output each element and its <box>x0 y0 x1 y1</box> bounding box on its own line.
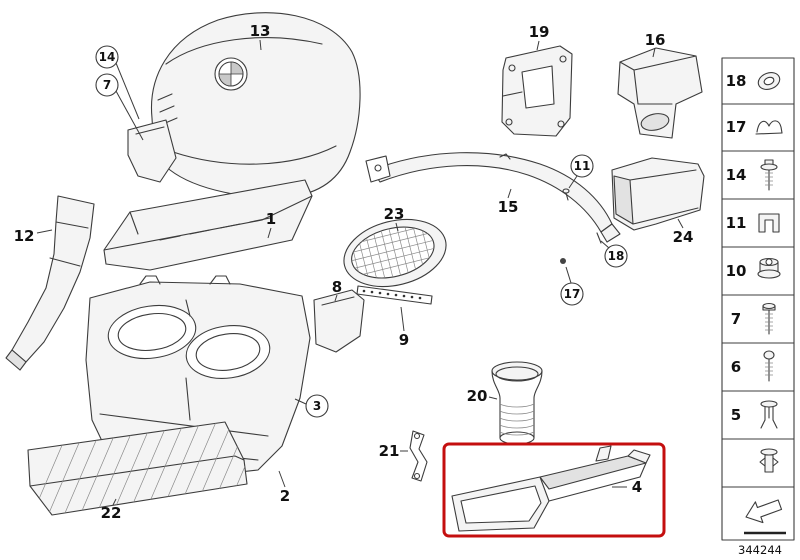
speed-clip-icon <box>758 213 780 233</box>
svg-text:20: 20 <box>467 387 488 405</box>
callout-14[interactable]: 14 <box>95 45 140 120</box>
svg-text:22: 22 <box>101 504 122 522</box>
callout-3[interactable]: 3 <box>294 394 329 418</box>
part-23-grille <box>343 218 447 288</box>
expanding-rivet-icon <box>760 400 778 429</box>
callout-18[interactable]: 18 <box>600 240 628 268</box>
highlight-box-part-4 <box>442 442 666 538</box>
grommet-icon <box>757 72 781 90</box>
sidebar-item-arrow[interactable] <box>742 494 786 535</box>
callout-22[interactable]: 22 <box>101 498 122 522</box>
part-21-bracket <box>409 430 428 482</box>
bmw-roundel-icon <box>214 57 248 91</box>
callout-7[interactable]: 7 <box>95 73 144 141</box>
callout-8[interactable]: 8 <box>332 278 342 302</box>
callout-15[interactable]: 15 <box>498 188 519 216</box>
callout-9[interactable]: 9 <box>399 306 409 349</box>
callout-19[interactable]: 19 <box>529 23 550 51</box>
svg-text:6: 6 <box>731 358 741 376</box>
bolt-icon <box>762 302 776 335</box>
svg-text:18: 18 <box>608 249 625 263</box>
svg-text:1: 1 <box>266 210 276 228</box>
callout-17[interactable]: 17 <box>560 266 584 306</box>
fastener-mark-18 <box>596 232 602 244</box>
callout-11[interactable]: 11 <box>568 154 594 189</box>
svg-text:23: 23 <box>384 205 405 223</box>
svg-text:11: 11 <box>574 159 591 173</box>
svg-text:15: 15 <box>498 198 519 216</box>
callout-21[interactable]: 21 <box>379 442 408 460</box>
svg-text:7: 7 <box>103 78 111 92</box>
callout-23[interactable]: 23 <box>384 205 405 232</box>
svg-text:17: 17 <box>726 118 747 136</box>
svg-text:12: 12 <box>14 227 35 245</box>
svg-text:14: 14 <box>726 166 747 184</box>
sidebar-item-7[interactable]: 7 <box>731 302 776 335</box>
part-1-upper-cover <box>103 179 313 271</box>
svg-text:7: 7 <box>731 310 741 328</box>
sidebar-item-5[interactable]: 5 <box>731 400 778 429</box>
callout-13[interactable]: 13 <box>250 22 271 51</box>
svg-text:14: 14 <box>99 50 116 64</box>
callout-1[interactable]: 1 <box>266 210 276 239</box>
sidebar-item-clip[interactable] <box>759 448 779 473</box>
svg-text:3: 3 <box>313 399 321 413</box>
part-15-cowl-trim <box>365 152 621 243</box>
svg-text:18: 18 <box>726 72 747 90</box>
sidebar-item-11[interactable]: 11 <box>726 213 780 233</box>
direction-arrow-icon <box>744 499 786 535</box>
part-8-cover <box>313 289 365 353</box>
diagram-number: 344244 <box>738 543 782 557</box>
fastener-mark-17 <box>560 258 566 264</box>
svg-text:9: 9 <box>399 331 409 349</box>
svg-text:4: 4 <box>632 478 642 496</box>
part-16-air-duct-upper <box>617 47 703 139</box>
part-20-intake-tube <box>491 361 543 445</box>
callout-4[interactable]: 4 <box>612 478 642 496</box>
part-12-air-duct-left <box>5 195 95 371</box>
part-4-air-duct <box>451 445 651 532</box>
part-24-air-duct-lower <box>611 157 705 231</box>
part-19-bracket-panel <box>501 45 573 137</box>
svg-text:24: 24 <box>673 228 694 246</box>
svg-text:21: 21 <box>379 442 400 460</box>
svg-text:16: 16 <box>645 31 666 49</box>
sidebar-item-14[interactable]: 14 <box>726 159 778 191</box>
svg-text:11: 11 <box>726 214 747 232</box>
screw-icon <box>763 350 775 382</box>
svg-text:10: 10 <box>726 262 747 280</box>
part-2-front-panel <box>85 275 311 483</box>
part-22-underbody-shield <box>27 421 248 516</box>
callout-16[interactable]: 16 <box>645 31 666 58</box>
svg-text:2: 2 <box>280 487 290 505</box>
svg-text:19: 19 <box>529 23 550 41</box>
sidebar-item-10[interactable]: 10 <box>726 257 781 281</box>
part-9-sealing-strip <box>356 285 433 305</box>
spring-clip-icon <box>755 120 783 135</box>
svg-text:8: 8 <box>332 278 342 296</box>
sidebar-item-18[interactable]: 18 <box>726 70 783 93</box>
sidebar-hardware-legend: 18 17 14 11 <box>721 57 795 541</box>
fastener-mark-11 <box>562 188 570 201</box>
part-13-engine-cover <box>127 12 361 199</box>
flange-nut-icon <box>757 257 781 279</box>
plastic-rivet-icon <box>759 448 779 473</box>
svg-text:13: 13 <box>250 22 271 40</box>
sidebar-item-6[interactable]: 6 <box>731 350 775 382</box>
callout-12[interactable]: 12 <box>14 227 53 245</box>
callout-24[interactable]: 24 <box>673 218 694 246</box>
svg-text:17: 17 <box>564 287 581 301</box>
sidebar-item-17[interactable]: 17 <box>726 118 783 136</box>
screw-washer-icon <box>760 159 778 191</box>
svg-text:5: 5 <box>731 406 741 424</box>
callout-20[interactable]: 20 <box>467 387 498 405</box>
callout-2[interactable]: 2 <box>278 470 290 505</box>
